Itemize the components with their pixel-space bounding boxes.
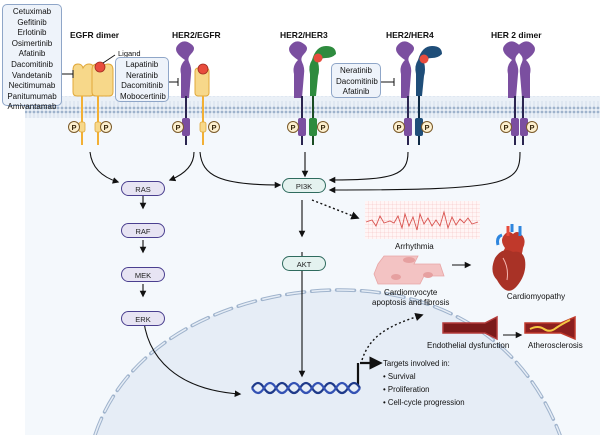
targets-list: Targets involved in: • Survival • Prolif… xyxy=(383,357,465,409)
drug-name: Erlotinib xyxy=(17,28,47,38)
ligand-label: Ligand xyxy=(118,49,141,58)
node-pi3k: PI3K xyxy=(282,178,326,193)
phosphate-label: P xyxy=(211,123,216,132)
phosphate-circle xyxy=(500,121,512,133)
drug-name: Dacomitinib xyxy=(336,76,378,86)
caption-cardiomyocyte: Cardiomyocyte apoptosis and fibrosis xyxy=(372,288,449,308)
phosphate-label: P xyxy=(103,123,108,132)
arrow-egfr-ras xyxy=(89,151,120,184)
arrow-erk-dna xyxy=(142,311,242,397)
node-erk: ERK xyxy=(121,311,165,326)
phosphate-label: P xyxy=(396,123,401,132)
phosphate-label: P xyxy=(175,123,180,132)
phosphate-circle xyxy=(287,121,299,133)
receptor-title-her2-egfr: HER2/EGFR xyxy=(172,30,221,40)
arrow-her2dimer-pi3k xyxy=(328,151,521,194)
ligand xyxy=(94,61,106,73)
caption-cardiomyocyte-line1: Cardiomyocyte xyxy=(384,288,438,297)
drug-name: Gefitinib xyxy=(17,17,47,27)
drug-name: Mobocertinib xyxy=(120,91,166,101)
heart-icon xyxy=(492,224,526,291)
phosphate-circle xyxy=(317,121,329,133)
target-item: • Survival xyxy=(383,372,416,381)
receptor-title-her2-her4: HER2/HER4 xyxy=(386,30,434,40)
phosphate-circle xyxy=(393,121,405,133)
phosphate-circle xyxy=(172,121,184,133)
her2-dimer-receptor xyxy=(503,41,535,145)
phosphate-circle xyxy=(68,121,80,133)
signaling-arrows xyxy=(89,151,523,397)
receptor-title-egfr-dimer: EGFR dimer xyxy=(70,30,120,40)
vessel-endothelial-icon xyxy=(442,315,498,341)
drug-name: Amivantamab xyxy=(7,102,57,112)
drug-name: Necitimumab xyxy=(8,81,56,91)
dotted-arrows xyxy=(311,199,424,361)
drug-name: Dacomitinib xyxy=(11,59,53,69)
receptor-title-her2-her3: HER2/HER3 xyxy=(280,30,328,40)
dna-helix xyxy=(251,381,361,395)
phosphate-circle xyxy=(421,121,433,133)
phosphate-label: P xyxy=(424,123,429,132)
her2-her4-receptor xyxy=(396,41,442,145)
phosphate-circle xyxy=(208,121,220,133)
caption-cardiomyopathy: Cardiomyopathy xyxy=(506,292,566,301)
node-mek: MEK xyxy=(121,267,165,282)
target-item: • Proliferation xyxy=(383,385,430,394)
egfr-dimer-receptor xyxy=(72,54,116,145)
dotted-arrow-outcomes xyxy=(361,312,424,361)
drug-name: Afatinib xyxy=(18,49,46,59)
her2-her3-receptor xyxy=(289,41,336,145)
drug-name: Lapatinib xyxy=(125,60,159,69)
drug-name: Afatinib xyxy=(342,87,370,97)
phosphate-label: P xyxy=(320,123,325,132)
phosphate-label: P xyxy=(503,123,508,132)
receptor-title-her2-dimer: HER 2 dimer xyxy=(491,30,542,40)
phosphate-label: P xyxy=(529,123,534,132)
her2-egfr-receptor xyxy=(176,41,210,145)
cardiomyocyte-icon xyxy=(373,255,445,285)
caption-arrhythmia: Arrhythmia xyxy=(395,242,434,251)
drug-name: Cetuximab xyxy=(12,7,52,16)
arrow-her2egfr-pi3k xyxy=(199,151,282,189)
drug-name: Panitumumab xyxy=(7,91,57,101)
phosphate-circle xyxy=(100,121,112,133)
drug-name: Dacomitinib xyxy=(121,81,163,91)
caption-atherosclerosis: Atherosclerosis xyxy=(528,341,583,350)
drug-name: Vandetanib xyxy=(12,70,52,80)
target-item: • Cell-cycle progression xyxy=(383,398,465,407)
vessel-atherosclerosis-icon xyxy=(524,315,576,341)
targets-heading: Targets involved in: xyxy=(383,359,450,368)
drug-name: Osimertinib xyxy=(11,38,53,48)
dotted-arrow-arrhythmia xyxy=(311,199,360,220)
arrow-her2egfr-ras xyxy=(168,151,195,182)
drug-name: Neratinib xyxy=(339,66,372,75)
ligand-pointer xyxy=(102,54,116,64)
node-raf: RAF xyxy=(121,223,165,238)
ecg-arrhythmia-icon xyxy=(365,201,480,239)
phosphate-label: P xyxy=(290,123,295,132)
phosphate-circle xyxy=(526,121,538,133)
caption-cardiomyocyte-line2: apoptosis and fibrosis xyxy=(372,298,450,307)
node-ras: RAS xyxy=(121,181,165,196)
phosphate-label: P xyxy=(71,123,76,132)
node-akt: AKT xyxy=(282,256,326,271)
inhibition-lines xyxy=(62,70,395,86)
drug-name: Neratinib xyxy=(125,70,158,80)
arrow-her4-pi3k xyxy=(328,151,409,184)
caption-endothelial: Endothelial dysfunction xyxy=(427,341,510,350)
